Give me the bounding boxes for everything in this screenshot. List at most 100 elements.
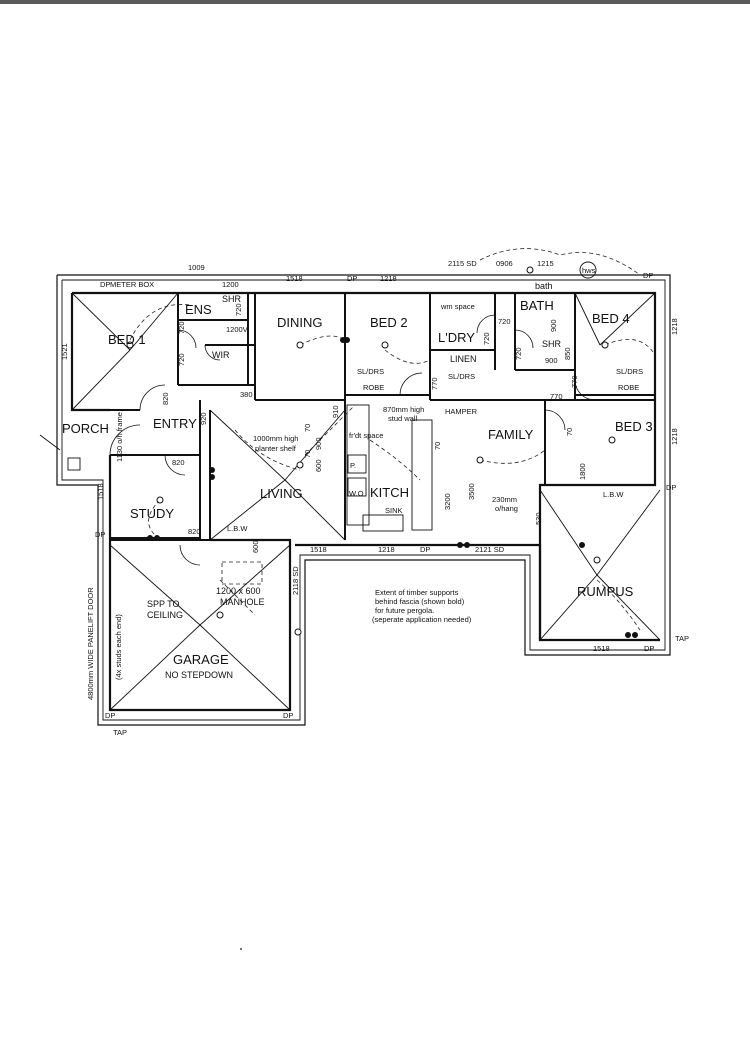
dim-1518-bot: 1518 <box>593 644 610 653</box>
label-wm-space: wm space <box>440 302 475 311</box>
label-ohang-1: 230mm <box>492 495 517 504</box>
kitchen-fixtures <box>346 404 433 532</box>
light-study <box>156 496 164 504</box>
label-hws: hws <box>582 266 596 275</box>
dim-70-c: 70 <box>433 442 442 450</box>
dim-1218-mid: 1218 <box>378 545 395 554</box>
manhole-outline <box>221 561 263 585</box>
room-rumpus: RUMPUS <box>577 584 634 599</box>
label-ext-1: Extent of timber supports <box>375 588 459 597</box>
hws-circle <box>579 261 597 279</box>
room-entry: ENTRY <box>153 416 197 431</box>
dim-820-b: 820 <box>172 458 185 467</box>
doors <box>109 314 596 566</box>
dim-2115sd: 2115 SD <box>448 259 477 268</box>
label-dp-1: DP <box>100 280 110 289</box>
dim-70-b: 70 <box>303 450 312 458</box>
label-dp-2: DP <box>347 274 357 283</box>
label-garage-door: 4800mm WIDE PANELIFT DOOR <box>86 587 95 700</box>
dim-820-c: 820 <box>188 527 201 536</box>
dim-2121sd: 2121 SD <box>475 545 505 554</box>
label-sl-drs-1: SL/DRS <box>357 367 384 376</box>
label-studwall-2: stud wall <box>388 414 418 423</box>
label-sink: SINK <box>385 506 403 515</box>
dim-70-d: 70 <box>565 428 574 436</box>
dim-1009: 1009 <box>188 263 205 272</box>
dim-380: 380 <box>240 390 253 399</box>
top-border <box>0 0 750 4</box>
label-sl-drs-3: SL/DRS <box>616 367 643 376</box>
label-dp-5: DP <box>666 483 676 492</box>
label-spp-2: CEILING <box>147 610 183 620</box>
light-garage-2 <box>294 628 302 636</box>
light-garage <box>216 611 224 619</box>
roof-outline <box>56 274 671 726</box>
dim-1518-top: 1518 <box>286 274 303 283</box>
room-living: LIVING <box>260 486 303 501</box>
dim-600-a: 600 <box>314 459 323 472</box>
room-study: STUDY <box>130 506 174 521</box>
annotations: METER BOX DP DP DP DP DP DP DP DP DP TAP… <box>86 266 689 737</box>
dimension-labels: 1009 1518 1218 2115 SD 0906 1215 1521 12… <box>60 259 679 653</box>
dim-720-a: 720 <box>177 321 186 334</box>
dim-850: 850 <box>563 347 572 360</box>
dim-820-a: 820 <box>161 392 170 405</box>
light-living <box>296 461 304 469</box>
label-robe-1: ROBE <box>363 383 384 392</box>
switch-markers <box>147 337 638 638</box>
light-bed2 <box>381 341 389 349</box>
label-studwall-1: 870mm high <box>383 405 424 414</box>
dim-1200v: 1200V <box>226 325 248 334</box>
label-manhole-1: 1200 x 600 <box>216 586 261 596</box>
room-ldry: L'DRY <box>438 330 475 345</box>
dim-770-a: 770 <box>430 377 439 390</box>
dim-900-vert: 900 <box>549 319 558 332</box>
dim-0906: 0906 <box>496 259 513 268</box>
label-fridge: fr'dt space <box>349 431 383 440</box>
dim-720-d: 720 <box>498 317 511 326</box>
dim-900-bath: 900 <box>545 356 558 365</box>
room-kitch: KITCH <box>370 485 409 500</box>
label-pantry: P. <box>350 461 356 470</box>
dim-720-c: 720 <box>234 303 243 316</box>
room-garage: GARAGE <box>173 652 229 667</box>
room-bath-small: bath <box>535 281 553 291</box>
dim-920: 920 <box>199 412 208 425</box>
label-dp-7: DP <box>644 644 654 653</box>
light-bed4 <box>601 341 609 349</box>
dim-720-e: 720 <box>482 332 491 345</box>
label-ext-4: (seperate application needed) <box>372 615 472 624</box>
label-dp-3: DP <box>643 271 653 280</box>
room-bed3: BED 3 <box>615 419 653 434</box>
dim-1518-mid: 1518 <box>310 545 327 554</box>
porch-marker <box>39 434 81 471</box>
light-family <box>476 456 484 464</box>
room-labels: BED 1 ENS SHR WIR DINING BED 2 L'DRY LIN… <box>62 281 653 680</box>
room-bed4: BED 4 <box>592 311 630 326</box>
room-dining: DINING <box>277 315 323 330</box>
dim-70-a: 70 <box>303 424 312 432</box>
room-bath: BATH <box>520 298 554 313</box>
dim-3200: 3200 <box>443 493 452 510</box>
dim-720-f: 720 <box>514 347 523 360</box>
label-planter-1: 1000mm high <box>253 434 298 443</box>
dim-770-c: 770 <box>550 392 563 401</box>
speck <box>240 948 242 950</box>
dim-1218-right: 1218 <box>670 318 679 335</box>
light-dining <box>296 341 304 349</box>
room-wir: WIR <box>212 350 230 360</box>
room-shr: SHR <box>222 294 242 304</box>
label-dp-9: DP <box>105 711 115 720</box>
label-planter-2: planter shelf <box>255 444 297 453</box>
dim-1215: 1215 <box>537 259 554 268</box>
dim-1800: 1800 <box>578 463 587 480</box>
dim-1518-left: 1518 <box>96 483 105 500</box>
light-fittings <box>126 266 616 636</box>
dim-1218-right-2: 1218 <box>670 428 679 445</box>
label-meter-box: METER BOX <box>110 280 154 289</box>
label-sl-drs-2: SL/DRS <box>448 372 475 381</box>
label-tap-1: TAP <box>113 728 127 737</box>
label-manhole-2: MANHOLE <box>220 597 265 607</box>
label-spp-1: SPP TO <box>147 599 180 609</box>
